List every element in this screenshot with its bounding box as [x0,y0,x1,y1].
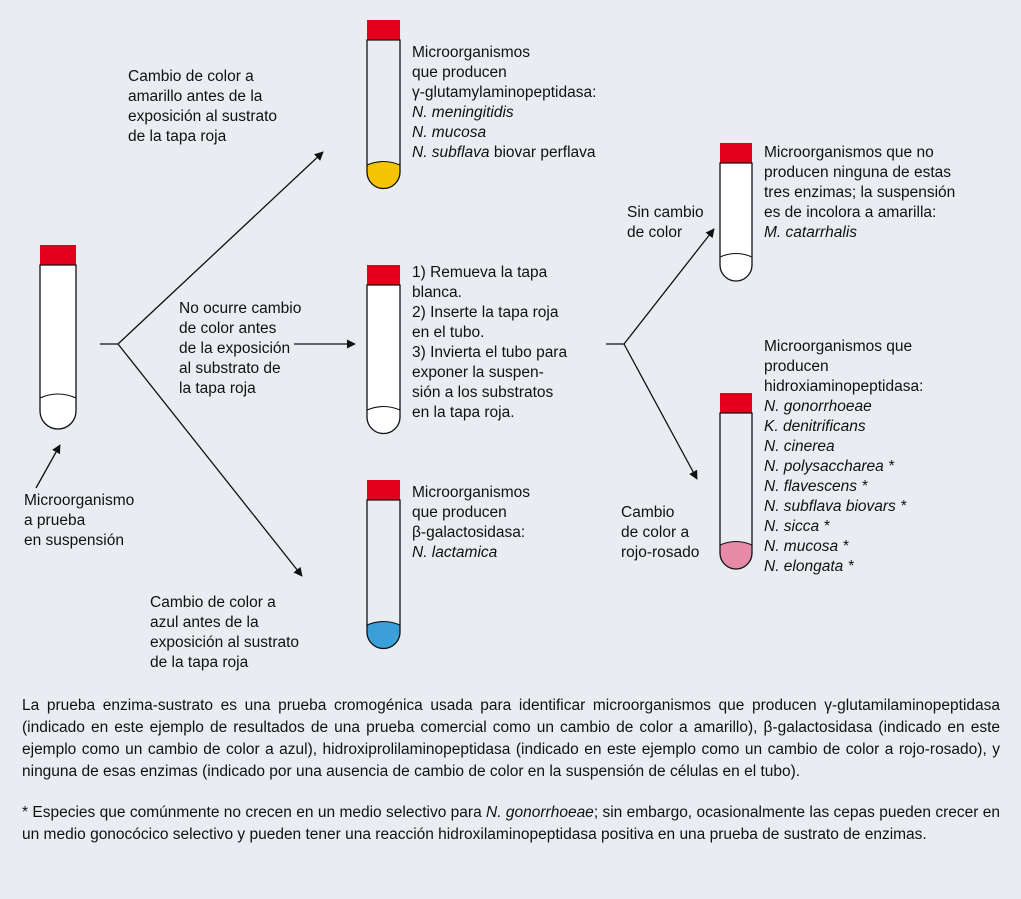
test-tube-blue [366,480,401,650]
species-name: N. subflava biovars * [764,498,907,515]
none-head-line: es de incolora a amarilla: [764,204,937,221]
sin-cambio-line: de color [627,224,683,241]
sin-cambio-label: Sin cambio de color [627,203,704,243]
species-name: N. mucosa * [764,538,849,555]
instruction-line: en la tapa roja. [412,404,515,421]
species-name: N. cinerea [764,438,835,455]
beta-result-text: Microorganismos que producen β-galactosi… [412,483,530,563]
none-head-line: producen ninguna de estas [764,164,952,181]
test-tube-yellow [366,20,401,190]
hydroxy-head-line: Microorganismos que [764,338,913,355]
yellow-condition-line: Cambio de color a [128,68,254,85]
gamma-head-line: que producen [412,64,507,81]
rojo-condition-line: Cambio [621,504,675,521]
test-tube-none [719,143,753,282]
hydroxy-head-line: producen [764,358,829,375]
connectors [35,151,715,577]
hydroxy-result-text: Microorganismos que producen hidroxiamin… [764,337,923,577]
gamma-head-line: γ-glutamylaminopeptidasa: [412,84,597,101]
start-label: Microorganismo a prueba en suspensión [24,491,134,551]
figure-caption: La prueba enzima-sustrato es una prueba … [22,697,1000,780]
start-label-line: a prueba [24,512,86,529]
none-head-line: tres enzimas; la suspensión [764,184,956,201]
arrow-to-none [623,228,715,345]
none-head-line: Microorganismos que no [764,144,934,161]
beta-head-line: que producen [412,504,507,521]
instructions-text: 1) Remueva la tapa blanca. 2) Inserte la… [412,263,567,423]
hydroxy-head-line: hidroxiaminopeptidasa: [764,378,924,395]
test-tube-pink [719,393,753,570]
arrow-to-pink [623,343,698,480]
species-name: M. catarrhalis [764,224,858,241]
sin-cambio-line: Sin cambio [627,204,704,221]
blue-condition-line: Cambio de color a [150,594,276,611]
none-result-text: Microorganismos que no producen ninguna … [764,143,955,243]
flow-diagram [35,20,753,650]
gamma-result-text: Microorganismos que producen γ-glutamyla… [412,43,596,163]
test-tube-start [39,245,77,430]
instruction-line: exponer la suspen- [412,364,544,381]
yellow-condition-line: exposición al sustrato [128,108,278,125]
arrow-to-start-tube [35,444,61,489]
species-name: N. elongata * [764,558,854,575]
no-change-line: de color antes [179,320,277,337]
no-change-line: la tapa roja [179,380,256,397]
beta-head-line: Microorganismos [412,484,531,501]
yellow-condition-line: de la tapa roja [128,128,227,145]
instruction-line: 2) Inserte la tapa roja [412,304,559,321]
species-name: N. sicca * [764,518,830,535]
beta-head-line: β-galactosidasa: [412,524,526,541]
blue-condition-line: azul antes de la [150,614,259,631]
instruction-line: sión a los substratos [412,384,554,401]
species-line: N. subflava biovar perflava [412,143,596,163]
instruction-line: en el tubo. [412,324,485,341]
no-change-line: No ocurre cambio [179,300,302,317]
arrow-to-yellow [117,151,324,345]
species-name: N. meningitidis [412,104,514,121]
yellow-condition-label: Cambio de color a amarillo antes de la e… [128,67,277,147]
species-name: N. flavescens * [764,478,868,495]
gamma-head-line: Microorganismos [412,44,531,61]
no-change-condition-label: No ocurre cambio de color antes de la ex… [179,299,301,399]
rojo-condition-line: rojo-rosado [621,544,700,561]
instruction-line: blanca. [412,284,462,301]
rojo-condition-label: Cambio de color a rojo-rosado [621,503,699,563]
species-name: N. mucosa [412,124,487,141]
species-name: N. gonorrhoeae [764,398,872,415]
species-name: N. polysaccharea * [764,458,895,475]
species-name: N. subflava [412,144,490,161]
species-name: N. lactamica [412,544,498,561]
species-name: K. denitrificans [764,418,866,435]
no-change-line: al substrato de [179,360,281,377]
start-label-line: en suspensión [24,532,124,549]
yellow-condition-line: amarillo antes de la [128,88,263,105]
instruction-line: 3) Invierta el tubo para [412,344,568,361]
blue-condition-line: de la tapa roja [150,654,249,671]
test-tube-instructions [366,265,401,435]
arrow-to-blue [117,343,303,577]
start-label-line: Microorganismo [24,492,135,509]
figure-footnote: * Especies que comúnmente no crecen en u… [22,802,1000,846]
footnote-pre: * Especies que comúnmente no crecen en u… [22,804,487,821]
no-change-line: de la exposición [179,340,291,357]
instruction-line: 1) Remueva la tapa [412,264,548,281]
rojo-condition-line: de color a [621,524,690,541]
blue-condition-label: Cambio de color a azul antes de la expos… [150,593,299,673]
footnote-post: ; sin embargo, ocasionalmente las cepas … [22,804,1000,843]
footnote-species: N. gonorrhoeae [486,804,594,821]
blue-condition-line: exposición al sustrato [150,634,300,651]
species-suffix: biovar perflava [489,144,596,161]
